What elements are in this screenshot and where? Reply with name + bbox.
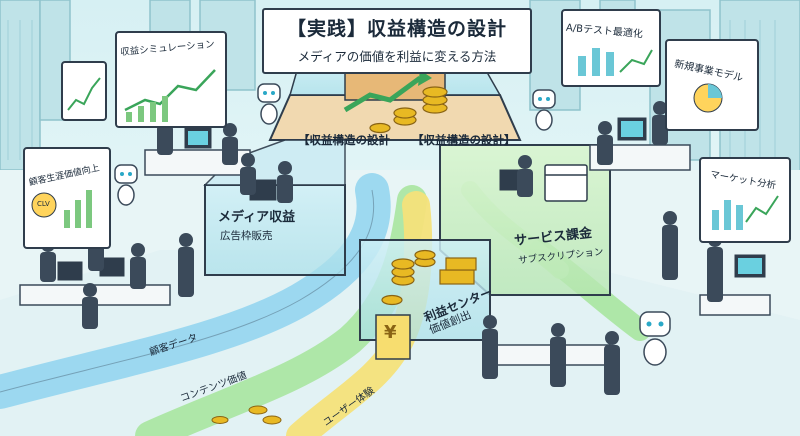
robot-assistants xyxy=(114,83,671,366)
main-title: 【実践】収益構造の設計 xyxy=(286,18,507,40)
chart-board-graphics xyxy=(23,9,791,249)
board-clv-label: CLV xyxy=(37,200,50,208)
title-banner: 【実践】収益構造の設計 メディアの価値を利益に変える方法 xyxy=(262,8,532,74)
stream-customer-data xyxy=(0,173,391,409)
platform-label-right: 【収益構造の設計】 xyxy=(412,133,516,147)
media-revenue-sub: 広告枠販売 xyxy=(220,230,273,242)
media-revenue-title: メディア収益 xyxy=(218,210,296,225)
office-workers xyxy=(40,101,723,395)
subtitle: メディアの価値を利益に変える方法 xyxy=(297,49,497,64)
yen-symbol: ¥ xyxy=(384,322,397,343)
platform-label-left: 【収益構造の設計 xyxy=(298,133,390,147)
